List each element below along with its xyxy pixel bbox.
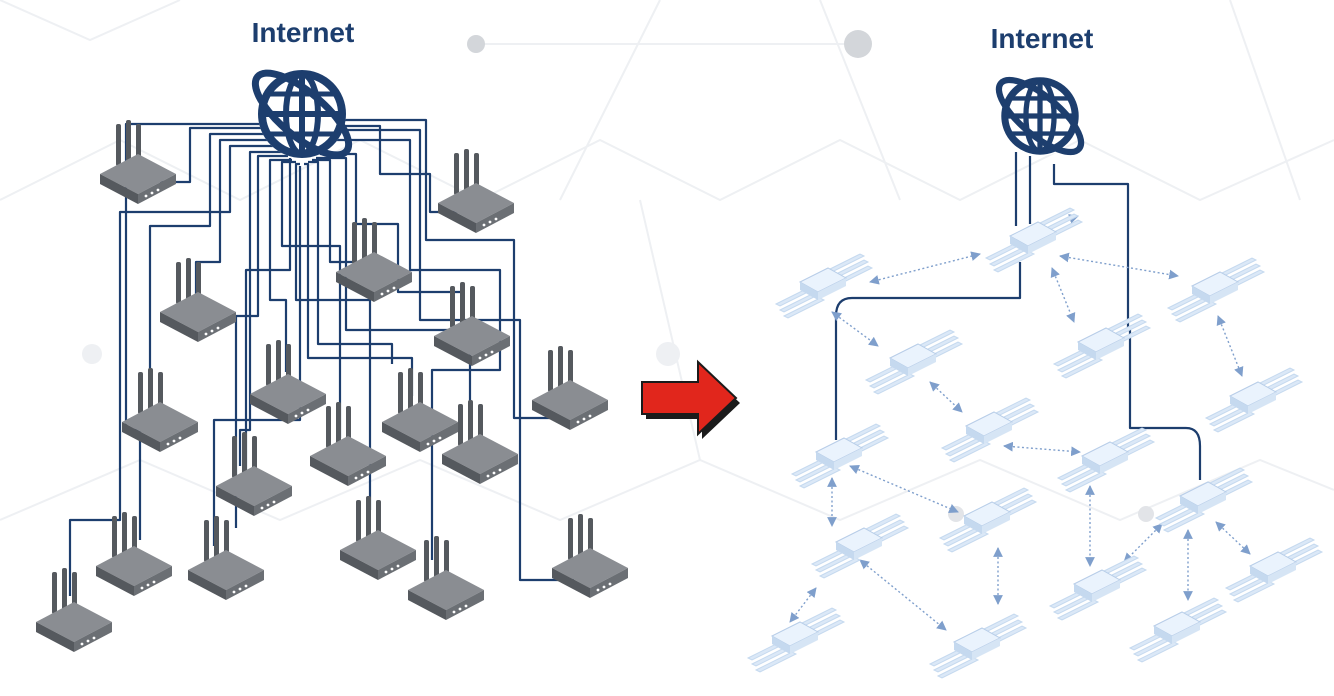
- mesh-access-point-icon: [1205, 367, 1303, 433]
- wireless-links: [789, 214, 1251, 631]
- mesh-access-point-icon: [1167, 257, 1265, 323]
- right-panel-title: Internet: [991, 23, 1094, 54]
- router-icon: [408, 536, 484, 620]
- background-dot: [656, 342, 680, 366]
- right-panel: Internet: [747, 23, 1323, 679]
- left-panel-title: Internet: [252, 17, 355, 48]
- right-arrow-icon: [641, 359, 740, 439]
- background-dot: [82, 344, 102, 364]
- mesh-access-point-icon: [747, 607, 845, 673]
- mesh-access-point-icon: [1049, 555, 1147, 621]
- mesh-access-point-icon: [865, 329, 963, 395]
- mesh-access-point-icon: [1155, 467, 1253, 533]
- mesh-access-point-icon: [1129, 597, 1227, 663]
- mesh-access-point-icon: [791, 423, 889, 489]
- router-icon: [552, 514, 628, 598]
- router-icon: [434, 282, 510, 366]
- router-icon: [442, 400, 518, 484]
- router-icon: [36, 568, 112, 652]
- background-dot: [467, 35, 485, 53]
- mesh-access-point-icon: [929, 613, 1027, 679]
- background-dot: [1138, 506, 1154, 522]
- mesh-access-point-icon: [811, 513, 909, 579]
- router-icon: [96, 512, 172, 596]
- left-panel: Internet: [36, 17, 628, 652]
- router-icon: [216, 432, 292, 516]
- background-dot: [844, 30, 872, 58]
- mesh-access-point-icon: [1225, 537, 1323, 603]
- router-icon: [310, 402, 386, 486]
- router-icon: [336, 218, 412, 302]
- mesh-access-point-icon: [775, 253, 873, 319]
- router-icon: [122, 368, 198, 452]
- mesh-access-point-icon: [1057, 427, 1155, 493]
- router-icon: [438, 149, 514, 233]
- internet-globe-icon: [988, 68, 1091, 163]
- internet-globe-icon: [243, 60, 360, 168]
- router-icon: [188, 516, 264, 600]
- router-icon: [160, 258, 236, 342]
- router-icon: [340, 496, 416, 580]
- mesh-access-point-icon: [985, 207, 1083, 273]
- router-icon: [250, 340, 326, 424]
- mesh-access-point-icon: [1053, 313, 1151, 379]
- router-icon: [382, 368, 458, 452]
